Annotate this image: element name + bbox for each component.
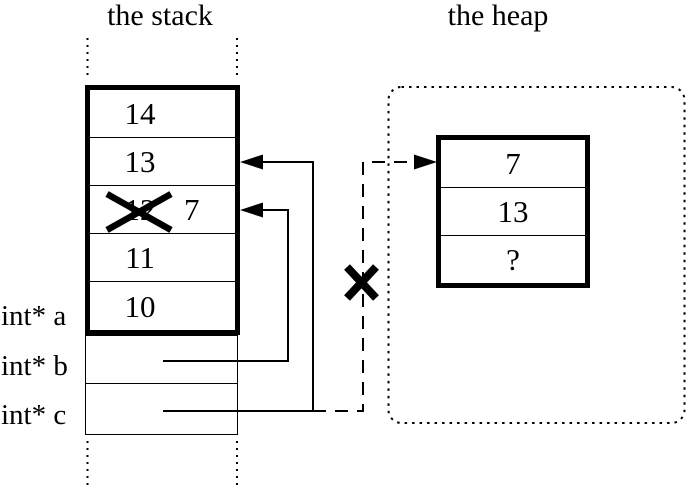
pointer-label-a: int* a bbox=[1, 300, 67, 332]
stack-cell-11: 11 bbox=[90, 234, 235, 282]
pointer-slot-c bbox=[86, 384, 237, 432]
stack-title: the stack bbox=[107, 0, 213, 32]
stack-pointer-slots-box bbox=[85, 335, 238, 435]
heap-block-box: 7 13 ? bbox=[436, 135, 590, 288]
heap-cell-13: 13 bbox=[441, 188, 585, 236]
stack-cell-13: 13 bbox=[90, 138, 235, 186]
stack-cell-value: 14 bbox=[124, 96, 156, 131]
stack-cell-10: 10 bbox=[90, 282, 235, 330]
pointer-label-c: int* c bbox=[1, 399, 67, 431]
stack-cell-value: 11 bbox=[125, 240, 155, 275]
pointer-slot-b bbox=[86, 336, 237, 385]
stack-frame-box: 14 13 12 7 11 10 bbox=[85, 85, 240, 335]
heap-title: the heap bbox=[447, 0, 549, 32]
stack-cell-value: 13 bbox=[124, 144, 156, 179]
dangling-pointer-dashed-line bbox=[313, 161, 414, 412]
stack-cell-14: 14 bbox=[90, 90, 235, 138]
dangling-pointer-cross-icon bbox=[344, 264, 379, 301]
new-value: 7 bbox=[184, 192, 200, 227]
arrowhead-left-icon bbox=[240, 154, 263, 170]
pointer-label-b: int* b bbox=[1, 350, 68, 382]
stack-cell-crossed-12: 12 7 bbox=[90, 186, 235, 234]
stack-cell-value: 10 bbox=[124, 288, 156, 324]
heap-cell-unknown: ? bbox=[506, 242, 520, 277]
heap-cell-7: 7 bbox=[441, 140, 585, 188]
arrowhead-left-icon bbox=[240, 202, 263, 218]
arrowhead-right-icon bbox=[414, 154, 437, 170]
crossed-out-old-value: 12 bbox=[124, 192, 156, 227]
